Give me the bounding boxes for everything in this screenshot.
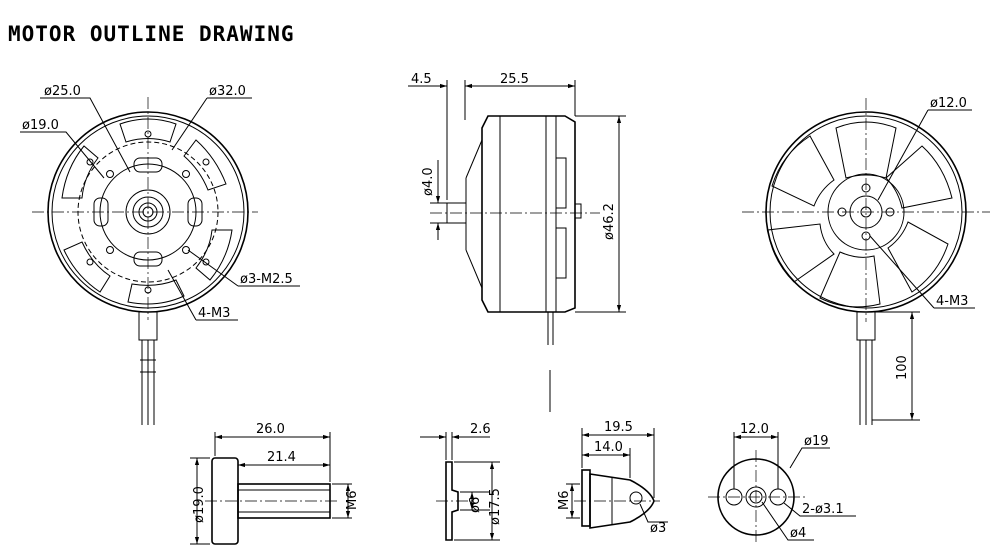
shaft-total-length-label: 26.0 xyxy=(256,422,285,437)
shaft-thread-label: M6 xyxy=(345,491,360,511)
nut-thread-label: M6 xyxy=(557,491,572,511)
shaft-flange-dia-label: ø19.0 xyxy=(192,486,207,523)
rear-lead-length-label: 100 xyxy=(895,355,910,380)
page-title: MOTOR OUTLINE DRAWING xyxy=(8,22,295,46)
rear-holes-label: 4-M3 xyxy=(936,294,968,309)
washer-thickness-label: 2.6 xyxy=(470,422,491,437)
nut-hole-label: ø3 xyxy=(650,521,666,536)
front-d19-label: ø19.0 xyxy=(22,118,59,133)
front-view: ø25.0 ø32.0 ø19.0 ø3-M2.5 4-M3 xyxy=(20,84,300,425)
side-body-dia-label: ø46.2 xyxy=(602,203,617,240)
nut-total-length-label: 19.5 xyxy=(604,420,633,435)
part-washer: 2.6 ø6 ø17.5 xyxy=(420,422,503,541)
rear-center-dia-label: ø12.0 xyxy=(930,96,967,111)
part-shaft-adapter: 26.0 21.4 ø19.0 M6 xyxy=(190,422,360,545)
clamp-center-label: ø4 xyxy=(790,526,806,541)
part-prop-nut: 19.5 14.0 M6 ø3 xyxy=(557,420,668,536)
front-d25-label: ø25.0 xyxy=(44,84,81,99)
front-holes-small-label: ø3-M2.5 xyxy=(240,272,293,287)
washer-bore-label: ø6 xyxy=(468,497,483,513)
shaft-thread-length-label: 21.4 xyxy=(267,450,296,465)
nut-body-length-label: 14.0 xyxy=(594,440,623,455)
side-view: 4.5 25.5 ø4.0 ø46.2 xyxy=(408,72,626,412)
clamp-outer-label: ø19 xyxy=(804,434,829,449)
front-holes-mount-label: 4-M3 xyxy=(198,306,230,321)
part-clamp-disc: 12.0 ø19 2-ø3.1 ø4 xyxy=(708,422,856,544)
clamp-spacing-label: 12.0 xyxy=(740,422,769,437)
side-shaft-dia-label: ø4.0 xyxy=(421,167,436,196)
front-d32-label: ø32.0 xyxy=(209,84,246,99)
side-shaft-length-label: 4.5 xyxy=(411,72,432,87)
washer-outer-label: ø17.5 xyxy=(488,488,503,525)
side-body-length-label: 25.5 xyxy=(500,72,529,87)
rear-view: ø12.0 4-M3 100 xyxy=(742,96,990,425)
clamp-holes-label: 2-ø3.1 xyxy=(802,502,844,517)
